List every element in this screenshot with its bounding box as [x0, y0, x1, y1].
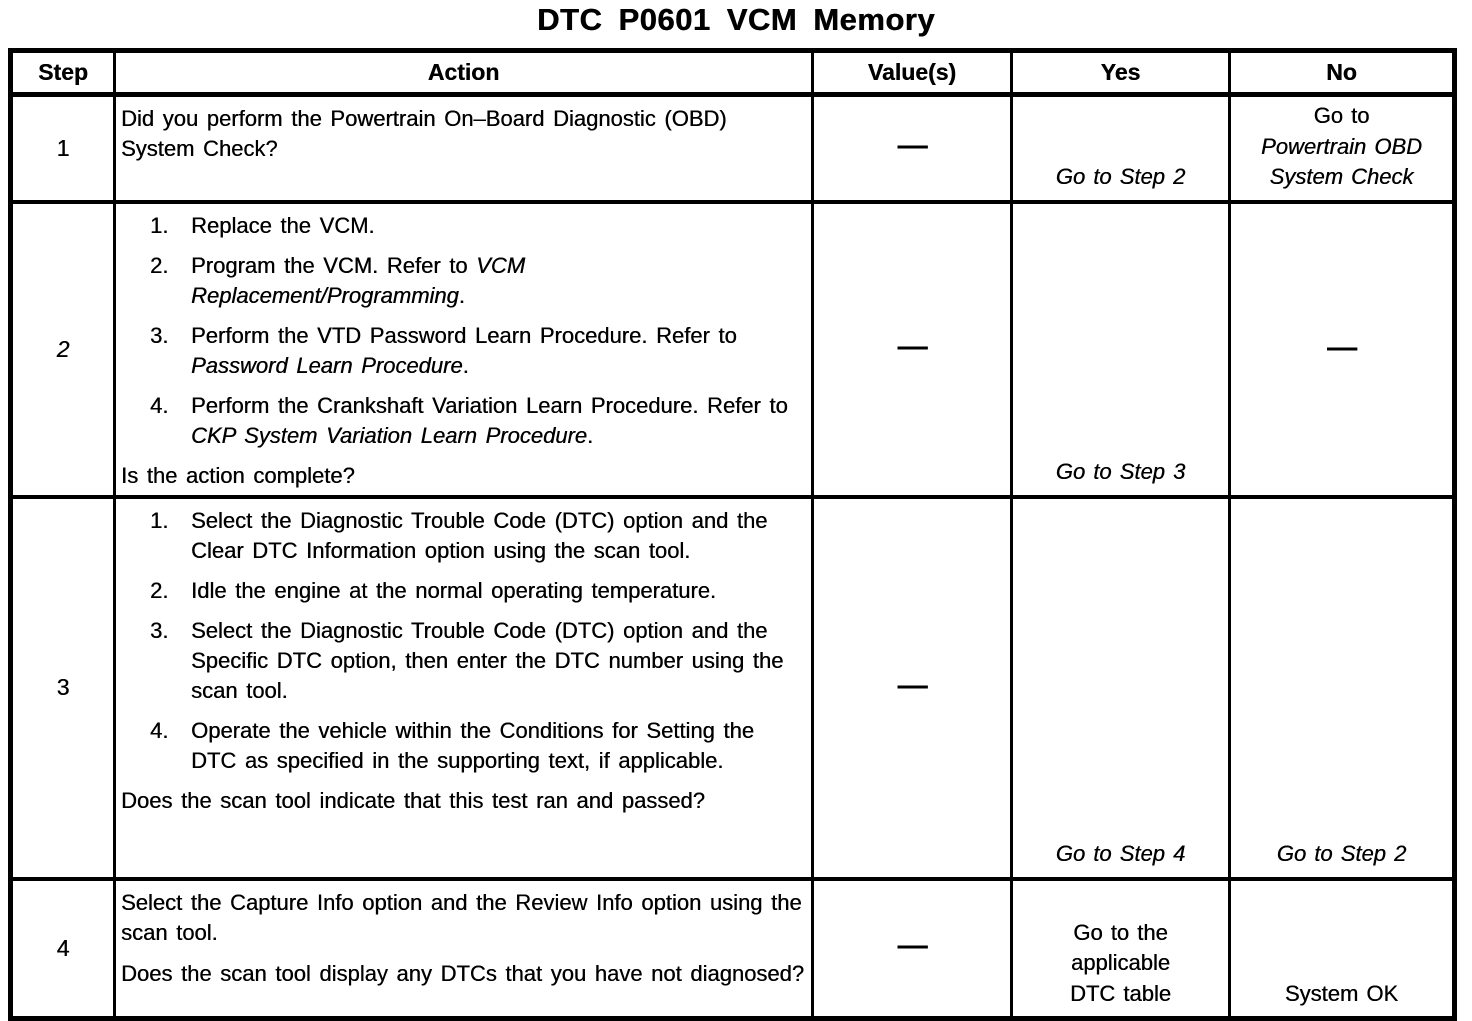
- cell-line: Go to Step 4: [1055, 841, 1186, 866]
- yes-cell: Go to Step 3: [1010, 199, 1231, 499]
- action-cell: Did you perform the Powertrain On–Board …: [113, 92, 814, 204]
- action-list-item: 2. Idle the engine at the normal operatin…: [121, 576, 807, 606]
- value-dash: —: [897, 330, 928, 363]
- action-list-item: 2. Program the VCM. Refer to VCM Replacem…: [121, 251, 807, 311]
- text-segment: Operate the vehicle within the Condition…: [191, 717, 754, 773]
- cell-line: Go to Step 2: [1055, 164, 1186, 189]
- cell-line: Go to: [1313, 103, 1370, 128]
- list-number: 1.: [150, 212, 169, 238]
- list-number: 3.: [150, 617, 169, 643]
- text-segment: Select the Diagnostic Trouble Code (DTC)…: [191, 617, 784, 703]
- cell-line: System OK: [1284, 980, 1399, 1006]
- text-segment: Select the Diagnostic Trouble Code (DTC)…: [191, 507, 768, 563]
- action-list-item: 3. Perform the VTD Password Learn Procedu…: [121, 321, 807, 381]
- list-number: 3.: [150, 322, 169, 348]
- text-segment: CKP System Variation Learn Procedure: [191, 422, 587, 448]
- no-cell: Go to Powertrain OBD System Check: [1228, 92, 1456, 204]
- cell-line: Powertrain OBD: [1261, 133, 1422, 159]
- value-dash: —: [897, 129, 928, 163]
- text-segment: Does the scan tool display any DTCs that…: [121, 960, 805, 986]
- action-paragraph: Does the scan tool display any DTCs that…: [121, 959, 807, 989]
- action-list-item: 3. Select the Diagnostic Trouble Code (DT…: [121, 616, 807, 706]
- step-cell: 4: [9, 876, 116, 1021]
- page-title: DTC P0601 VCM Memory: [537, 2, 935, 37]
- cell-line: DTC table: [1069, 980, 1172, 1006]
- text-segment: .: [462, 352, 469, 378]
- text-segment: Password Learn Procedure: [191, 352, 463, 378]
- list-item-text: Select the Diagnostic Trouble Code (DTC)…: [191, 506, 807, 566]
- yes-cell: Go to Step 4: [1010, 494, 1231, 881]
- list-number: 4.: [150, 392, 169, 418]
- action-paragraph: Did you perform the Powertrain On–Board …: [121, 104, 807, 164]
- action-question: Is the action complete?: [121, 462, 355, 488]
- step-cell: 2: [9, 199, 116, 499]
- step-cell: 3: [9, 494, 116, 881]
- header-action: Action: [113, 48, 814, 97]
- action-list-item: 4. Operate the vehicle within the Conditi…: [121, 716, 807, 776]
- no-cell: —: [1228, 199, 1456, 499]
- header-step: Step: [9, 48, 116, 97]
- action-list-item: 4. Perform the Crankshaft Variation Learn…: [121, 391, 807, 451]
- list-item-text: Replace the VCM.: [191, 211, 807, 241]
- text-segment: Program the VCM. Refer to: [191, 252, 477, 278]
- cell-line: Go to the: [1073, 919, 1168, 945]
- no-cell: System OK: [1228, 876, 1456, 1021]
- header-values: Value(s): [811, 48, 1013, 97]
- list-number: 1.: [150, 507, 169, 533]
- list-item-text: Perform the Crankshaft Variation Learn P…: [191, 391, 807, 451]
- text-segment: VCM Replacement/Programming: [191, 252, 526, 308]
- cell-line: —: [1327, 330, 1357, 364]
- list-number: 2.: [150, 252, 169, 278]
- yes-cell: Go to Step 2: [1010, 92, 1231, 204]
- cell-line: Go to Step 3: [1055, 459, 1186, 484]
- header-yes: Yes: [1010, 48, 1231, 97]
- action-list-item: 1. Replace the VCM.: [121, 211, 807, 241]
- cell-line: applicable: [1070, 950, 1171, 975]
- action-question: Does the scan tool indicate that this te…: [121, 787, 705, 813]
- action-list-item: 1. Select the Diagnostic Trouble Code (DT…: [121, 506, 807, 566]
- value-cell: —: [811, 876, 1013, 1021]
- text-segment: .: [458, 282, 465, 308]
- text-segment: Idle the engine at the normal operating …: [191, 577, 717, 603]
- cell-line: Go to Step 2: [1276, 841, 1407, 866]
- list-item-text: Operate the vehicle within the Condition…: [191, 716, 807, 776]
- list-number: 2.: [150, 577, 169, 603]
- action-cell: Select the Capture Info option and the R…: [113, 876, 814, 1021]
- text-segment: Replace the VCM.: [191, 212, 375, 238]
- value-cell: —: [811, 92, 1013, 204]
- text-segment: Perform the Crankshaft Variation Learn P…: [191, 392, 788, 418]
- text-segment: Select the Capture Info option and the R…: [121, 889, 802, 945]
- value-dash: —: [897, 668, 928, 702]
- cell-line: System Check: [1269, 164, 1414, 189]
- step-cell: 1: [9, 92, 116, 204]
- action-cell: 1. Select the Diagnostic Trouble Code (DT…: [113, 494, 814, 881]
- list-item-text: Program the VCM. Refer to VCM Replacemen…: [191, 251, 807, 311]
- table-row: 2 1. Replace the VCM. 2. Program the VCM. Re…: [9, 199, 1456, 499]
- list-item-text: Perform the VTD Password Learn Procedure…: [191, 321, 807, 381]
- text-segment: Perform the VTD Password Learn Procedure…: [191, 322, 737, 348]
- value-cell: —: [811, 494, 1013, 881]
- text-segment: .: [587, 422, 594, 448]
- value-cell: —: [811, 199, 1013, 499]
- header-no: No: [1228, 48, 1456, 97]
- list-item-text: Select the Diagnostic Trouble Code (DTC)…: [191, 616, 807, 706]
- action-cell: 1. Replace the VCM. 2. Program the VCM. Ref…: [113, 199, 814, 499]
- action-paragraph: Select the Capture Info option and the R…: [121, 888, 807, 948]
- no-cell: Go to Step 2: [1228, 494, 1456, 881]
- table-row: 3 1. Select the Diagnostic Trouble Code (D…: [9, 494, 1456, 881]
- header-row: Step Action Value(s) Yes No: [9, 48, 1456, 97]
- text-segment: Did you perform the Powertrain On–Board …: [121, 106, 727, 161]
- list-number: 4.: [150, 717, 169, 743]
- value-dash: —: [897, 929, 928, 963]
- list-item-text: Idle the engine at the normal operating …: [191, 576, 807, 606]
